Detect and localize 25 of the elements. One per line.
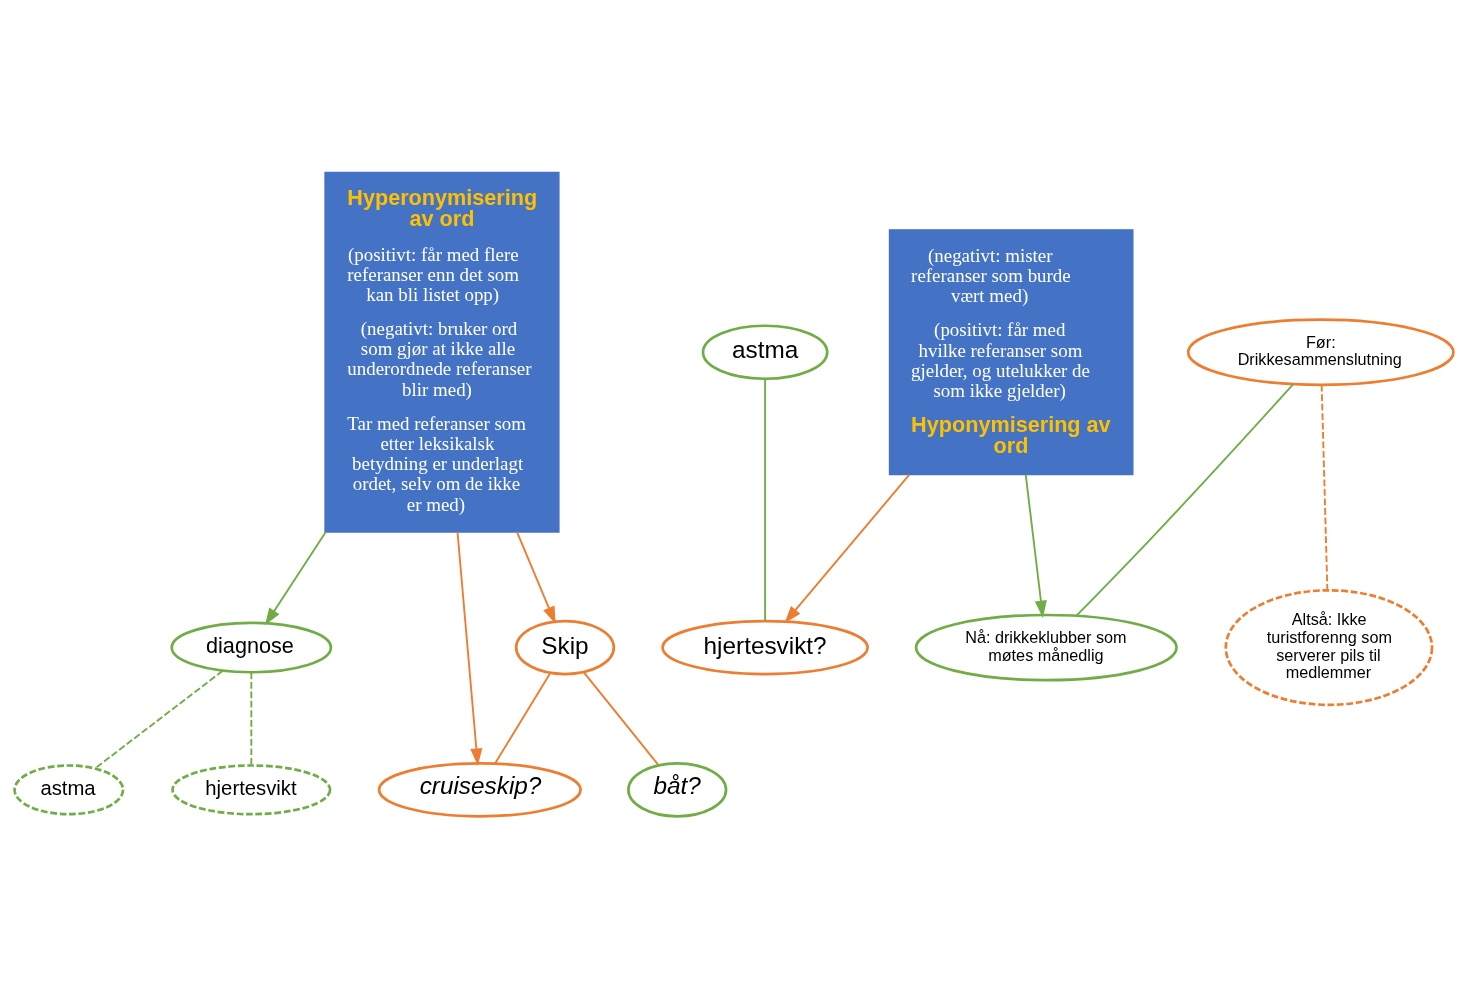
connector (494, 671, 552, 764)
node-ellipse: hjertesvikt? (661, 619, 869, 675)
arrow (456, 530, 483, 766)
node-ellipse: Altså: Ikke turistforenng som serverer pils til medlemmer (1224, 588, 1434, 706)
node-ellipse: Skip (514, 619, 616, 675)
node-ellipse: astma (701, 323, 829, 380)
arrow (516, 530, 556, 624)
node-ellipse: Nå: drikkeklubber som møtes månedlig (914, 613, 1178, 681)
connector (583, 671, 660, 766)
node-ellipse: diagnose (170, 621, 333, 674)
connector (94, 669, 224, 769)
node-box: (negativt: mister referanser som burde vært med) (positivt: får med hvilke referanser som gjelder, og utelukker de som ikke gjelder) Hyponymisering av ord (888, 228, 1134, 475)
connector (1320, 383, 1329, 591)
connector (250, 671, 253, 766)
arrow (1024, 473, 1047, 618)
node-ellipse: båt? (627, 761, 728, 818)
node-ellipse: hjertesvikt (171, 763, 332, 815)
arrow (784, 473, 911, 623)
node-ellipse: astma (13, 763, 125, 815)
node-ellipse: Før: Drikkesammenslutning (1186, 317, 1455, 386)
connector (764, 377, 767, 622)
node-box: Hyperonymisering av ord (positivt: får med flere referanser enn det som kan bli listet opp) (negativt: bruker ord som gjør at ikke alle underordnede referanser blir med) Tar med referanser som etter leksikalsk betydning er underlagt ordet, selv om de ikke er med) (324, 171, 560, 533)
node-ellipse: cruiseskip? (377, 761, 582, 818)
arrow (264, 530, 327, 625)
connector (1075, 382, 1295, 617)
